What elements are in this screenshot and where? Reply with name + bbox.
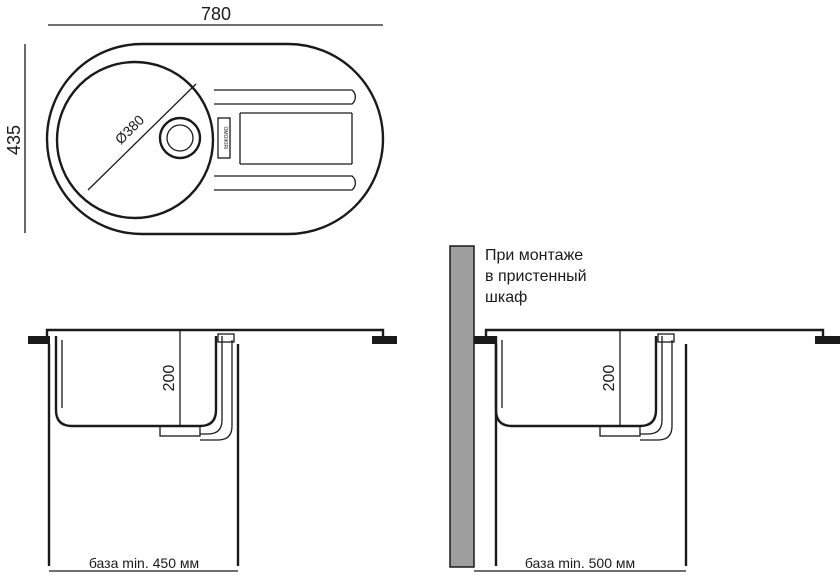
diameter-label: Ø380 (112, 112, 148, 148)
overflow-pipe (200, 336, 223, 435)
bowl-section (494, 336, 658, 428)
height-dimension-label: 435 (4, 125, 24, 155)
depth-dimension-label: 200 (601, 365, 618, 392)
drain-inner (166, 124, 194, 152)
sink-outline (45, 42, 385, 236)
base-dimension-label: база min. 500 мм (525, 555, 635, 571)
countertop-left-block (474, 336, 496, 344)
note-line-1: При монтаже (485, 247, 584, 264)
drainboard-rib-bottom-outer (214, 175, 356, 191)
drain-outlet (159, 425, 201, 437)
section-left: 200 база min. 450 мм (28, 328, 397, 572)
sink-rim (45, 328, 385, 336)
overflow-pipe (640, 336, 663, 435)
bowl-section (54, 336, 218, 428)
drain-outer (158, 116, 202, 160)
note-line-3: шкаф (485, 289, 528, 306)
brand-mark: OMOIKIRI (222, 126, 228, 149)
overflow-fitting (657, 333, 675, 343)
overflow-pipe-outer (200, 340, 233, 441)
countertop-right-block (372, 336, 397, 344)
depth-dimension-label: 200 (161, 365, 178, 392)
base-dimension-label: база min. 450 мм (89, 555, 199, 571)
countertop-left-block (28, 336, 50, 344)
overflow-pipe-outer (640, 340, 673, 441)
width-dimension-label: 780 (201, 4, 231, 24)
wall-panel (449, 245, 475, 568)
section-right: 200 база min. 500 мм (449, 245, 840, 572)
drainboard-rib-top-outer (214, 89, 356, 105)
drain-outlet (599, 425, 641, 437)
top-view: 780 435 Ø380 OMOIKIRI (4, 4, 385, 236)
wall-cabinet-note: При монтаже в пристенный шкаф (485, 245, 625, 308)
bowl-circle (55, 60, 215, 220)
sink-rim (484, 328, 825, 336)
note-line-2: в пристенный (485, 268, 587, 285)
overflow-plate (217, 117, 231, 159)
countertop-right-block (815, 336, 840, 344)
overflow-fitting (217, 333, 235, 343)
diameter-line (87, 83, 197, 191)
